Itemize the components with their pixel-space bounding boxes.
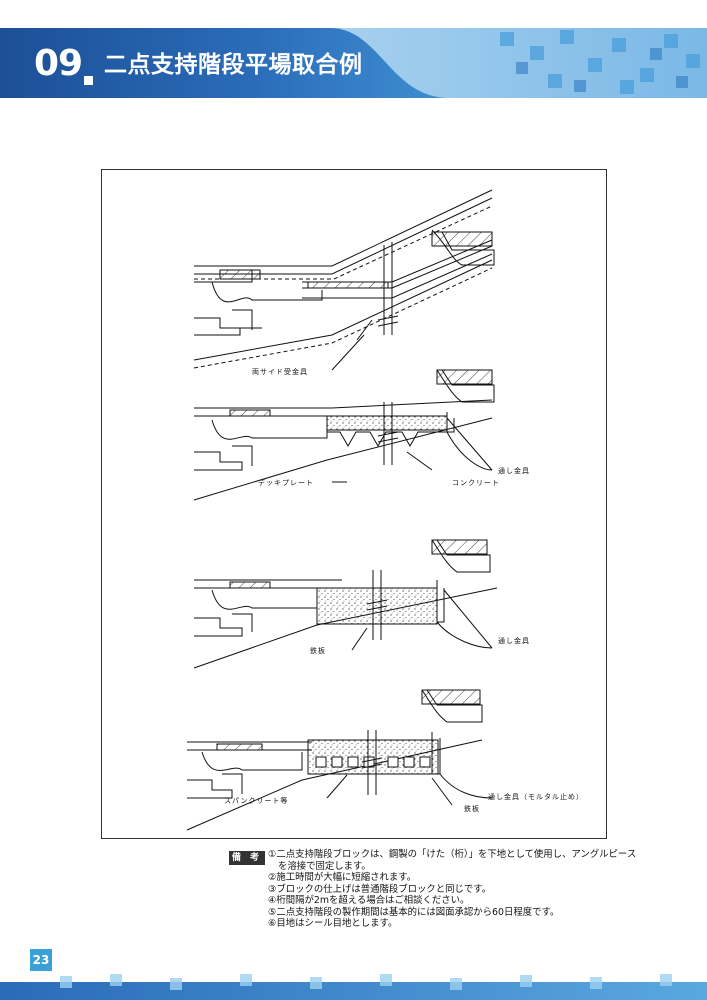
remark-line: ⑥目地はシール目地とします。 <box>268 918 398 929</box>
header-band <box>0 28 707 98</box>
page-header: 09 二点支持階段平場取合例 <box>0 28 707 98</box>
label-through-bracket-2: 通し金具 <box>498 637 530 645</box>
label-steel-plate-2: 鉄板 <box>464 805 480 813</box>
page-number: 23 <box>30 949 52 971</box>
label-through-bracket-mortar: 通し金具（モルタル止め） <box>488 793 584 801</box>
footer-band <box>0 974 707 1000</box>
label-spancrete: スパンクリート等 <box>224 797 289 805</box>
stair-landing-drawings <box>186 189 498 831</box>
remarks-list: ①二点支持階段ブロックは、鋼製の「けた（桁）」を下地として使用し、アングルピース… <box>268 849 636 930</box>
remark-line: ②施工時間が大幅に短縮されます。 <box>268 872 417 883</box>
remark-line: ③ブロックの仕上げは普通階段ブロックと同じです。 <box>268 883 492 895</box>
detail-3 <box>193 539 498 669</box>
remark-line: ⑤二点支持階段の製作期間は基本的には図面承認から60日程度です。 <box>268 906 560 918</box>
label-deck-plate: デッキプレート <box>258 479 314 487</box>
remark-line: を溶接で固定します。 <box>278 860 371 872</box>
page-title: 二点支持階段平場取合例 <box>104 52 363 78</box>
drawing-frame: 両サイド受金具 デッキプレート コンクリート 通し金具 鉄板 通し金具 スパンク… <box>101 169 607 839</box>
remarks-badge: 備 考 <box>229 851 265 865</box>
label-both-side-bracket: 両サイド受金具 <box>252 368 308 376</box>
chapter-number: 09 <box>34 43 83 84</box>
detail-2 <box>193 369 495 501</box>
label-through-bracket-1: 通し金具 <box>498 467 530 475</box>
label-steel-plate-1: 鉄板 <box>310 647 326 655</box>
detail-1 <box>193 189 495 371</box>
label-concrete: コンクリート <box>452 479 500 487</box>
chapter-dot <box>84 76 93 85</box>
remark-line: ①二点支持階段ブロックは、鋼製の「けた（桁）」を下地として使用し、アングルピース <box>268 849 637 860</box>
remark-line: ④桁間隔が2mを超える場合はご相談ください。 <box>268 895 470 906</box>
detail-4 <box>186 689 493 831</box>
